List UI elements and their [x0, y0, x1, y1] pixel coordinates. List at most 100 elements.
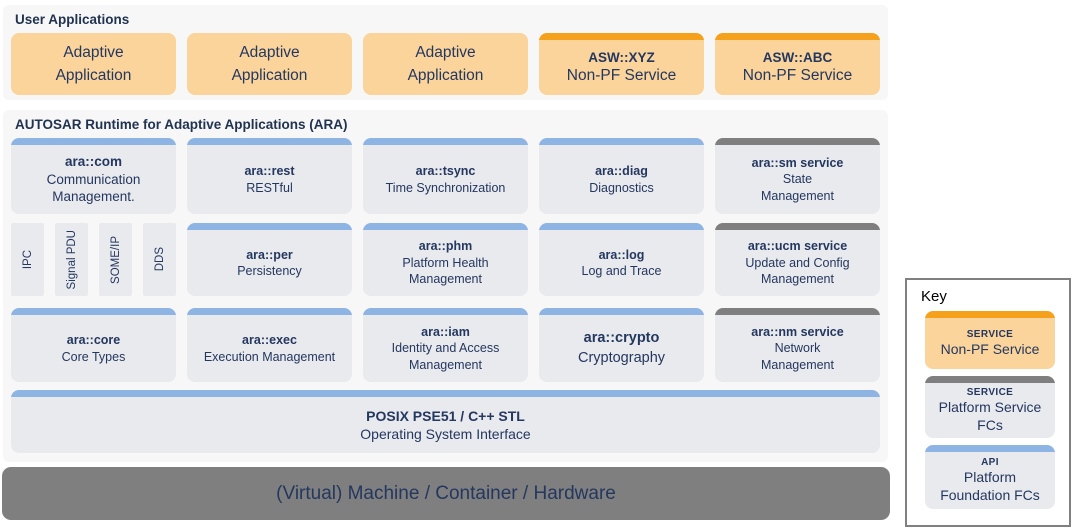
- box-ara-ucm-service: ara::ucm service Update and Config Manag…: [715, 223, 880, 296]
- ara-per-subtitle: Persistency: [237, 264, 302, 278]
- adaptive-application-label: Adaptive Application: [407, 43, 484, 84]
- protocol-ipc-label: IPC: [21, 249, 34, 270]
- box-posix-os-interface: POSIX PSE51 / C++ STL Operating System I…: [11, 390, 880, 453]
- service-strip: [715, 223, 880, 230]
- service-strip: [539, 33, 704, 40]
- asw-xyz-title: ASW::XYZ: [588, 49, 655, 65]
- ara-row-2: IPC Signal PDU SOME/IP DDS ara::per Pers…: [11, 223, 880, 296]
- ara-nm-subtitle: Network Management: [761, 341, 834, 372]
- ara-rest-subtitle: RESTful: [246, 180, 293, 195]
- asw-abc-title: ASW::ABC: [762, 49, 833, 65]
- api-strip: [363, 138, 528, 145]
- ara-ucm-title: ara::ucm service: [747, 239, 848, 254]
- ara-tsync-title: ara::tsync: [415, 164, 476, 178]
- ara-com-title: ara::com: [64, 153, 123, 169]
- ara-exec-subtitle: Execution Management: [203, 349, 336, 364]
- protocol-signal-pdu-label: Signal PDU: [65, 229, 78, 290]
- posix-subtitle: Operating System Interface: [360, 426, 531, 442]
- api-strip: [11, 308, 176, 315]
- ara-nm-title: ara::nm service: [751, 324, 844, 339]
- box-ara-diag: ara::diag Diagnostics: [539, 138, 704, 214]
- protocol-ipc: IPC: [11, 223, 44, 296]
- box-ara-per: ara::per Persistency: [187, 223, 352, 296]
- box-ara-iam: ara::iam Identity and Access Management: [363, 308, 528, 382]
- ara-phm-subtitle: Platform Health Management: [402, 255, 489, 287]
- hardware-label: (Virtual) Machine / Container / Hardware: [276, 482, 616, 504]
- box-asw-abc-service: ASW::ABC Non-PF Service: [715, 33, 880, 95]
- ara-diag-title: ara::diag: [595, 164, 648, 178]
- box-ara-log: ara::log Log and Trace: [539, 223, 704, 296]
- ara-rest-title: ara::rest: [244, 164, 295, 178]
- box-ara-exec: ara::exec Execution Management: [187, 308, 352, 382]
- protocol-someip: SOME/IP: [99, 223, 132, 296]
- ara-sm-subtitle: State Management: [761, 172, 834, 203]
- key-label-platform-service-fcs: Platform Service FCs: [938, 398, 1042, 433]
- key-badge-api: API: [981, 456, 999, 468]
- ara-iam-subtitle: Identity and Access Management: [391, 341, 500, 372]
- adaptive-application-label: Adaptive Application: [55, 43, 132, 84]
- service-strip: [715, 308, 880, 315]
- key-label-platform-foundation-fcs: Platform Foundation FCs: [940, 468, 1040, 503]
- ara-phm-title: ara::phm: [418, 239, 473, 254]
- api-strip: [539, 223, 704, 230]
- ara-core-title: ara::core: [66, 333, 121, 347]
- ara-panel: AUTOSAR Runtime for Adaptive Application…: [3, 110, 888, 462]
- key-item-non-pf-service: SERVICE Non-PF Service: [925, 311, 1055, 369]
- posix-title: POSIX PSE51 / C++ STL: [366, 407, 525, 424]
- key-badge-service: SERVICE: [966, 328, 1014, 340]
- ara-exec-title: ara::exec: [242, 333, 297, 347]
- service-strip: [925, 376, 1055, 383]
- box-ara-nm-service: ara::nm service Network Management: [715, 308, 880, 382]
- api-strip: [187, 223, 352, 230]
- api-strip: [363, 308, 528, 315]
- box-adaptive-application-1: Adaptive Application: [11, 33, 176, 95]
- ara-per-title: ara::per: [246, 247, 293, 262]
- api-strip: [187, 308, 352, 315]
- key-title: Key: [921, 288, 947, 305]
- key-legend: Key SERVICE Non-PF Service SERVICE Platf…: [905, 278, 1071, 527]
- hardware-bar: (Virtual) Machine / Container / Hardware: [2, 467, 890, 520]
- api-strip: [187, 138, 352, 145]
- ara-row-1: ara::com Communication Management. ara::…: [11, 138, 880, 214]
- service-strip: [715, 138, 880, 145]
- api-strip: [925, 445, 1055, 452]
- ara-log-title: ara::log: [598, 247, 645, 262]
- ara-iam-title: ara::iam: [421, 324, 470, 339]
- api-strip: [11, 138, 176, 145]
- box-ara-crypto: ara::crypto Cryptography: [539, 308, 704, 382]
- asw-xyz-label: Non-PF Service: [566, 67, 677, 85]
- key-badge-service: SERVICE: [966, 386, 1014, 398]
- box-asw-xyz-service: ASW::XYZ Non-PF Service: [539, 33, 704, 95]
- protocol-someip-label: SOME/IP: [109, 235, 122, 284]
- key-label-non-pf-service: Non-PF Service: [940, 340, 1040, 357]
- ara-com-subtitle: Communication Management.: [46, 171, 141, 205]
- ara-diag-subtitle: Diagnostics: [589, 180, 654, 195]
- ara-core-subtitle: Core Types: [61, 349, 126, 364]
- adaptive-application-label: Adaptive Application: [231, 43, 308, 84]
- ara-row-3: ara::core Core Types ara::exec Execution…: [11, 308, 880, 382]
- box-ara-tsync: ara::tsync Time Synchronization: [363, 138, 528, 214]
- user-applications-panel: User Applications Adaptive Application A…: [3, 5, 888, 100]
- protocol-dds-label: DDS: [153, 247, 166, 272]
- ara-sm-title: ara::sm service: [751, 155, 844, 170]
- box-adaptive-application-3: Adaptive Application: [363, 33, 528, 95]
- ara-tsync-subtitle: Time Synchronization: [385, 180, 506, 195]
- user-applications-row: Adaptive Application Adaptive Applicatio…: [11, 33, 880, 95]
- user-applications-title: User Applications: [15, 12, 130, 27]
- ara-log-subtitle: Log and Trace: [581, 264, 662, 278]
- service-strip: [715, 33, 880, 40]
- ara-title: AUTOSAR Runtime for Adaptive Application…: [15, 117, 348, 132]
- service-strip: [925, 311, 1055, 318]
- communication-protocols: IPC Signal PDU SOME/IP DDS: [11, 223, 176, 296]
- box-ara-core: ara::core Core Types: [11, 308, 176, 382]
- box-adaptive-application-2: Adaptive Application: [187, 33, 352, 95]
- ara-crypto-title: ara::crypto: [583, 330, 660, 347]
- protocol-signal-pdu: Signal PDU: [55, 223, 88, 296]
- api-strip: [539, 308, 704, 315]
- api-strip: [11, 390, 880, 397]
- box-ara-com: ara::com Communication Management.: [11, 138, 176, 214]
- api-strip: [363, 223, 528, 230]
- box-ara-sm-service: ara::sm service State Management: [715, 138, 880, 214]
- box-ara-phm: ara::phm Platform Health Management: [363, 223, 528, 296]
